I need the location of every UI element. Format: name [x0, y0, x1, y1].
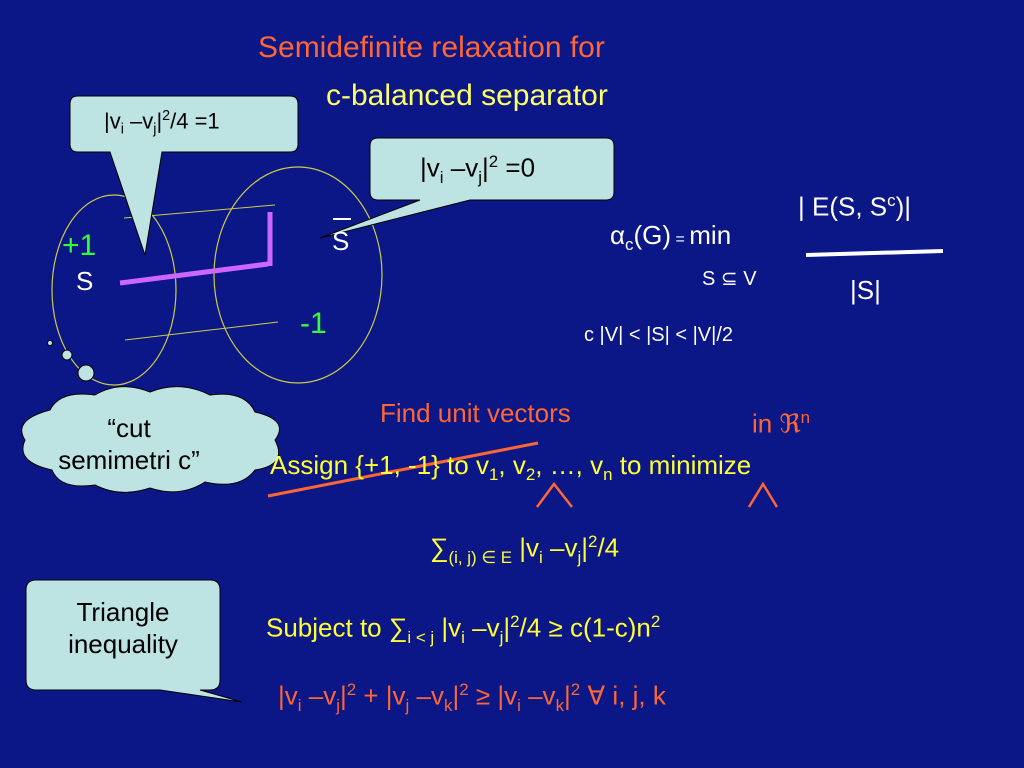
label-S: S	[76, 266, 94, 296]
triangle-inequality-constraint: |vi –vj|2 + |vj –vk|2 ≥ |vi –vk|2 ∀ i, j…	[278, 680, 666, 715]
label-S-complement: S	[332, 226, 350, 256]
callout-left-bubble	[69, 95, 299, 256]
callout-right-text: |vi –vj|2 =0	[420, 152, 536, 187]
label-plus-one: +1	[62, 229, 97, 262]
strike-line	[267, 441, 539, 498]
thought-cloud	[21, 340, 280, 493]
subject-to-constraint: Subject to ∑i < j |vi –vj|2/4 ≥ c(1-c)n2	[266, 612, 661, 647]
assign-statement: Assign {+1, -1} to v1, v2, …, vn to mini…	[270, 450, 752, 485]
find-unit-vectors: Find unit vectors	[380, 398, 571, 428]
fraction-numerator: | E(S, Sc)|	[798, 191, 911, 222]
size-constraint: c |V| < |S| < |V|/2	[584, 324, 734, 346]
fraction-bar	[805, 249, 944, 257]
triangle-box-text: Triangle inequality	[68, 597, 178, 659]
callout-right-bubble	[319, 137, 615, 239]
in-R-n: in ℜn	[752, 408, 811, 439]
slide-title-line2: c-balanced separator	[326, 79, 608, 112]
callout-left-text: |vi –vj|2/4 =1	[104, 108, 220, 138]
set-S-ellipse	[51, 194, 177, 386]
insert-caret	[535, 481, 573, 508]
set-Sbar-ellipse	[213, 166, 383, 384]
label-minus-one: -1	[300, 307, 327, 340]
vector-line	[119, 261, 269, 286]
min-subscript: S ⊆ V	[702, 268, 757, 290]
alpha-expression: αc(G) = min	[610, 220, 732, 255]
cloud-text: “cut semimetri c”	[58, 413, 200, 475]
insert-caret	[747, 481, 779, 508]
fraction-denominator: |S|	[850, 275, 881, 305]
edge-line	[124, 321, 279, 341]
slide-title-line1: Semidefinite relaxation for	[258, 31, 605, 64]
objective-sum: ∑(i, j) ∈ E |vi –vj|2/4	[430, 532, 620, 567]
triangle-callout-box	[25, 579, 243, 703]
